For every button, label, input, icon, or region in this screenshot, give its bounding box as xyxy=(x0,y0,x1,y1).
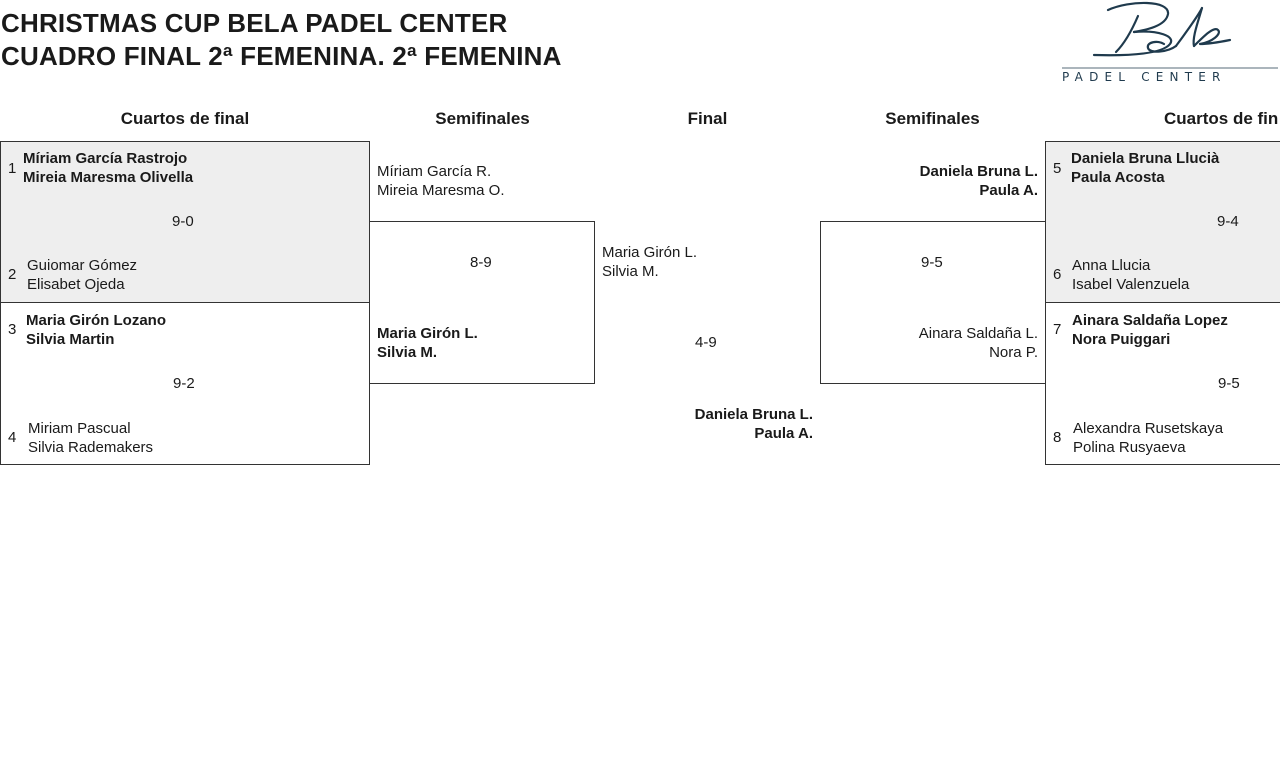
column-header-qf-right: Cuartos de fin xyxy=(1164,109,1279,128)
seed-number: 1 xyxy=(8,160,17,177)
page-subtitle: CUADRO FINAL 2ª FEMENINA. 2ª FEMENINA xyxy=(1,41,562,71)
column-header-sf-left: Semifinales xyxy=(435,109,530,128)
player-name: Paula A. xyxy=(979,182,1038,199)
seed-number: 3 xyxy=(8,321,17,338)
player-name: Nora P. xyxy=(989,344,1038,361)
logo-subtitle: PADEL CENTER xyxy=(1062,70,1227,84)
player-name: Isabel Valenzuela xyxy=(1072,276,1190,293)
player-name: Ainara Saldaña L. xyxy=(918,325,1038,342)
bela-padel-center-logo: PADEL CENTER xyxy=(1062,1,1278,84)
player-name: Maria Girón L. xyxy=(377,325,478,342)
player-name: Guiomar Gómez xyxy=(27,257,138,274)
player-name: Mireia Maresma O. xyxy=(377,182,505,199)
sf-left-team-top: Míriam García R. Mireia Maresma O. xyxy=(377,162,505,200)
match-score: 8-9 xyxy=(470,254,492,271)
player-name: Daniela Bruna Llucià xyxy=(1071,150,1220,167)
match-box-sf-right: 9-5 Ainara Saldaña L. Nora P. xyxy=(820,221,1046,384)
player-name: Nora Puiggari xyxy=(1072,331,1171,348)
team-loser: Anna Llucia Isabel Valenzuela xyxy=(1072,256,1189,294)
team-winner: Ainara Saldaña Lopez Nora Puiggari xyxy=(1072,311,1228,349)
seed-number: 2 xyxy=(8,266,17,283)
final-team-right: Daniela Bruna L. Paula A. xyxy=(695,405,813,443)
player-name: Polina Rusyaeva xyxy=(1073,439,1186,456)
player-name: Silvia Rademakers xyxy=(28,439,154,456)
seed-number: 7 xyxy=(1053,321,1062,338)
match-score: 9-0 xyxy=(172,213,194,230)
player-name: Silvia Martin xyxy=(26,331,115,348)
match-box-qf-right-top: 5 Daniela Bruna Llucià Paula Acosta 9-4 … xyxy=(1045,141,1280,303)
page-title: CHRISTMAS CUP BELA PADEL CENTER xyxy=(1,8,508,38)
player-name: Anna Llucia xyxy=(1072,257,1151,274)
seed-number: 8 xyxy=(1053,429,1062,446)
seed-number: 6 xyxy=(1053,266,1062,283)
player-name: Maria Girón L. xyxy=(602,244,698,261)
player-name: Paula Acosta xyxy=(1071,169,1165,186)
team-winner: Míriam García Rastrojo Mireia Maresma Ol… xyxy=(23,149,193,187)
player-name: Paula A. xyxy=(754,425,813,442)
player-name: Silvia M. xyxy=(377,344,438,361)
column-header-final: Final xyxy=(687,109,728,128)
player-name: Daniela Bruna L. xyxy=(694,406,813,423)
player-name: Míriam García Rastrojo xyxy=(23,150,188,167)
match-score: 9-5 xyxy=(1218,375,1240,392)
sf-right-team-top: Daniela Bruna L. Paula A. xyxy=(920,162,1038,200)
match-box-qf-left-bottom: 3 Maria Girón Lozano Silvia Martin 9-2 4… xyxy=(0,302,370,465)
sf-left-team-bottom: Maria Girón L. Silvia M. xyxy=(377,324,478,362)
player-name: Ainara Saldaña Lopez xyxy=(1072,312,1228,329)
team-loser: Alexandra Rusetskaya Polina Rusyaeva xyxy=(1073,419,1223,457)
player-name: Silvia M. xyxy=(602,263,659,280)
player-name: Daniela Bruna L. xyxy=(919,163,1038,180)
match-score: 9-2 xyxy=(173,375,195,392)
player-name: Alexandra Rusetskaya xyxy=(1073,420,1224,437)
player-name: Mireia Maresma Olivella xyxy=(23,169,194,186)
match-score: 9-4 xyxy=(1217,213,1239,230)
team-loser: Guiomar Gómez Elisabet Ojeda xyxy=(27,256,137,294)
match-box-qf-left-top: 1 Míriam García Rastrojo Mireia Maresma … xyxy=(0,141,370,303)
seed-number: 5 xyxy=(1053,160,1062,177)
match-box-sf-left: 8-9 Maria Girón L. Silvia M. xyxy=(369,221,595,384)
sf-right-team-bottom: Ainara Saldaña L. Nora P. xyxy=(919,324,1038,362)
player-name: Míriam García R. xyxy=(377,163,492,180)
player-name: Elisabet Ojeda xyxy=(27,276,125,293)
team-winner: Maria Girón Lozano Silvia Martin xyxy=(26,311,166,349)
column-header-qf-left: Cuartos de final xyxy=(120,109,250,128)
final-team-left: Maria Girón L. Silvia M. xyxy=(602,243,697,281)
seed-number: 4 xyxy=(8,429,17,446)
column-header-sf-right: Semifinales xyxy=(885,109,980,128)
match-score: 9-5 xyxy=(921,254,943,271)
player-name: Maria Girón Lozano xyxy=(26,312,167,329)
team-loser: Miriam Pascual Silvia Rademakers xyxy=(28,419,153,457)
final-score: 4-9 xyxy=(695,334,717,351)
match-box-qf-right-bottom: 7 Ainara Saldaña Lopez Nora Puiggari 9-5… xyxy=(1045,302,1280,465)
team-winner: Daniela Bruna Llucià Paula Acosta xyxy=(1071,149,1219,187)
player-name: Miriam Pascual xyxy=(28,420,131,437)
